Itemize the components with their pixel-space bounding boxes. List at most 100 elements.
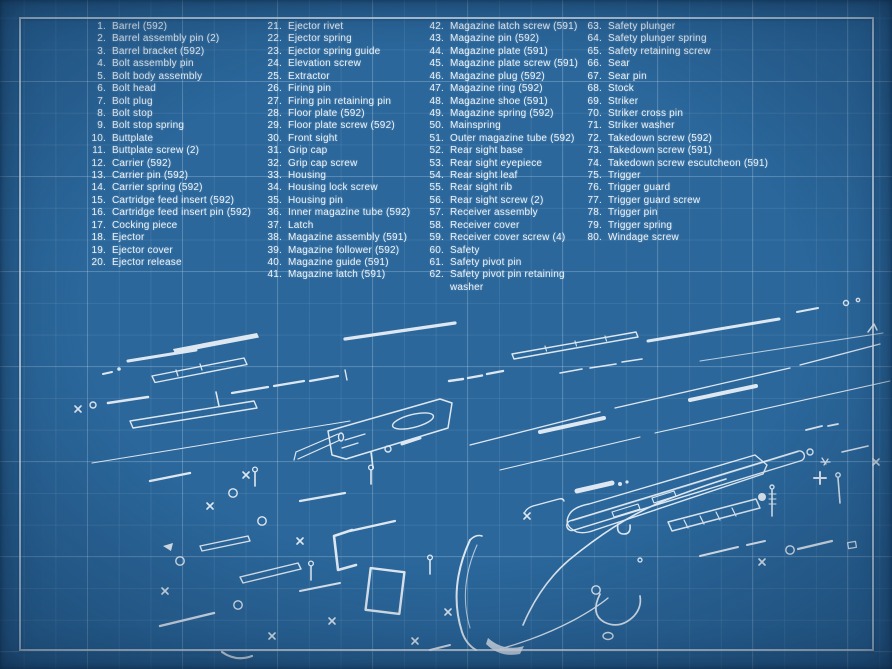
part-label: Bolt body assembly bbox=[112, 70, 203, 82]
part-number: 24. bbox=[267, 58, 282, 70]
part-row: 75.Trigger bbox=[578, 170, 768, 182]
part-row: 66.Sear bbox=[578, 58, 768, 70]
part-label: Stock bbox=[608, 83, 635, 95]
part-number: 2. bbox=[97, 33, 106, 45]
part-number: 61. bbox=[429, 257, 444, 269]
part-row: 11.Buttplate screw (2) bbox=[82, 145, 251, 157]
part-row: 50.Mainspring bbox=[420, 120, 578, 132]
part-number: 67. bbox=[587, 70, 602, 82]
part-row: 45.Magazine plate screw (591) bbox=[420, 58, 578, 70]
part-row: 39.Magazine follower (592) bbox=[258, 245, 410, 257]
part-row: 36.Inner magazine tube (592) bbox=[258, 207, 410, 219]
part-label: Elevation screw bbox=[288, 58, 362, 70]
part-number: 4. bbox=[97, 58, 106, 70]
part-row: 17.Cocking piece bbox=[82, 220, 251, 232]
part-number: 55. bbox=[429, 182, 444, 194]
part-number: 27. bbox=[267, 95, 282, 107]
receiver-group bbox=[293, 398, 453, 469]
part-row: 44.Magazine plate (591) bbox=[420, 46, 578, 58]
part-number: 44. bbox=[429, 45, 444, 57]
part-label: Safety bbox=[450, 244, 480, 256]
part-row: 42.Magazine latch screw (591) bbox=[420, 21, 578, 33]
part-row: 76. Trigger guard bbox=[578, 182, 768, 194]
part-number: 25. bbox=[267, 70, 282, 82]
part-row: 30.Front sight bbox=[258, 133, 410, 145]
part-label: Magazine spring (592) bbox=[450, 107, 554, 119]
part-label: Magazine pin (592) bbox=[450, 33, 540, 45]
part-number: 49. bbox=[429, 107, 444, 119]
part-number: 48. bbox=[429, 95, 444, 107]
part-number: 10. bbox=[91, 132, 106, 144]
part-number: 77. bbox=[587, 194, 602, 206]
part-label: Windage screw bbox=[608, 232, 679, 244]
part-number: 68. bbox=[587, 83, 602, 95]
part-label: Magazine follower (592) bbox=[288, 244, 400, 256]
part-row: 2. Barrel assembly pin (2) bbox=[82, 33, 251, 45]
part-label: Housing bbox=[288, 170, 327, 182]
part-label: Barrel assembly pin (2) bbox=[112, 33, 220, 45]
part-row: 77.Trigger guard screw bbox=[578, 195, 768, 207]
part-label: Magazine latch screw (591) bbox=[450, 21, 578, 32]
part-label: Rear sight leaf bbox=[450, 170, 518, 182]
part-row: 34.Housing lock screw bbox=[258, 182, 410, 194]
part-number: 45. bbox=[429, 58, 444, 70]
part-label: Magazine assembly (591) bbox=[288, 232, 408, 244]
part-number: 18. bbox=[91, 232, 106, 244]
part-number: 38. bbox=[267, 232, 282, 244]
part-row: 35.Housing pin bbox=[258, 195, 410, 207]
part-row: 21.Ejector rivet bbox=[258, 21, 410, 33]
magazine-tube-group bbox=[566, 448, 814, 532]
stock-group bbox=[455, 454, 768, 655]
part-label: Carrier pin (592) bbox=[112, 170, 189, 182]
part-label: Rear sight base bbox=[450, 145, 524, 157]
carrier-group bbox=[74, 369, 351, 464]
part-row: 48. Magazine shoe (591) bbox=[420, 96, 578, 108]
part-label: Receiver cover bbox=[450, 219, 520, 231]
barrel-group bbox=[469, 323, 891, 471]
part-number: 54. bbox=[429, 170, 444, 182]
part-number: 28. bbox=[267, 107, 282, 119]
part-row: 67.Sear pin bbox=[578, 71, 768, 83]
part-number: 76. bbox=[587, 182, 602, 194]
part-number: 74. bbox=[587, 157, 602, 169]
part-number: 36. bbox=[267, 207, 282, 219]
part-row: 10.Buttplate bbox=[82, 133, 251, 145]
part-number: 78. bbox=[587, 207, 602, 219]
part-row: 55.Rear sight rib bbox=[420, 182, 578, 194]
part-label: Trigger guard bbox=[608, 182, 671, 194]
part-label: Ejector release bbox=[112, 257, 182, 269]
part-label: Magazine guide (591) bbox=[288, 257, 389, 269]
part-label: Firing pin bbox=[288, 83, 332, 95]
part-row: 58.Receiver cover bbox=[420, 220, 578, 232]
part-label: Front sight bbox=[288, 132, 338, 144]
part-number: 71. bbox=[587, 120, 602, 132]
part-row: 15.Cartridge feed insert (592) bbox=[82, 195, 251, 207]
part-row: 6.Bolt head bbox=[82, 83, 251, 95]
part-row: 38. Magazine assembly (591) bbox=[258, 232, 410, 244]
part-number: 14. bbox=[91, 182, 106, 194]
part-row: 24. Elevation screw bbox=[258, 58, 410, 70]
part-row: 78.Trigger pin bbox=[578, 207, 768, 219]
part-label: Magazine shoe (591) bbox=[450, 95, 548, 107]
part-number: 63. bbox=[587, 21, 602, 32]
part-label: Trigger bbox=[608, 170, 641, 182]
part-row: 46.Magazine plug (592) bbox=[420, 71, 578, 83]
part-row: 53.Rear sight eyepiece bbox=[420, 158, 578, 170]
part-label: Housing pin bbox=[288, 194, 344, 206]
part-label: Barrel (592) bbox=[112, 21, 168, 32]
part-row: 33.Housing bbox=[258, 170, 410, 182]
part-label: Magazine ring (592) bbox=[450, 83, 543, 95]
part-label: Cartridge feed insert pin (592) bbox=[112, 207, 252, 219]
part-row: 26.Firing pin bbox=[258, 83, 410, 95]
part-number: 1. bbox=[97, 21, 106, 32]
part-label: Magazine plug (592) bbox=[450, 70, 545, 82]
part-label: Magazine latch (591) bbox=[288, 269, 386, 281]
part-label: Latch bbox=[288, 219, 314, 231]
part-label: Carrier (592) bbox=[112, 157, 172, 169]
part-number: 47. bbox=[429, 83, 444, 95]
part-label: Extractor bbox=[288, 70, 330, 82]
part-label: Bolt stop bbox=[112, 107, 153, 119]
